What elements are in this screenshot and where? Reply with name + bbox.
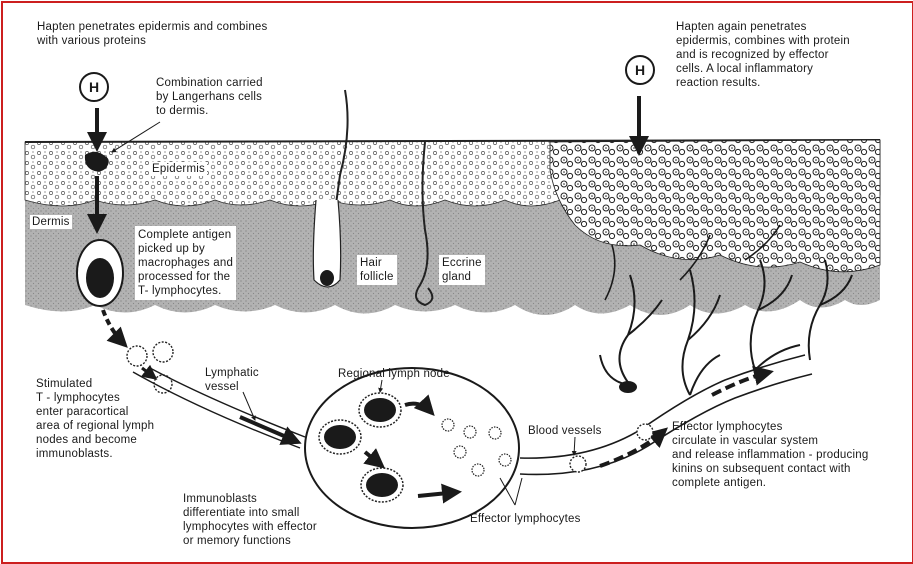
label-regional-lymph-node: Regional lymph node: [338, 367, 450, 381]
macrophage-exit-arrow: [103, 310, 125, 345]
label-combination-carried: Combination carried by Langerhans cells …: [156, 76, 263, 118]
label-complete-antigen: Complete antigen picked up by macrophage…: [135, 226, 236, 300]
label-lymphatic-vessel: Lymphatic vessel: [205, 366, 259, 394]
label-hair-follicle: Hair follicle: [357, 255, 397, 285]
label-blood-vessels: Blood vessels: [528, 424, 602, 438]
immunoblast-nucleus: [366, 473, 398, 497]
effector-lymphocyte: [570, 456, 586, 472]
label-stimulated-t-lymphocytes: Stimulated T - lymphocytes enter paracor…: [36, 377, 154, 461]
label-eccrine-gland: Eccrine gland: [439, 255, 485, 285]
label-effector-circulate: Effector lymphocytes circulate in vascul…: [672, 420, 868, 490]
lymphatic-pointer: [243, 392, 255, 420]
t-lymphocyte: [127, 346, 147, 366]
hapten-symbol-left: H: [79, 72, 109, 102]
small-lymphocyte: [472, 464, 484, 476]
hair-bulb-core: [320, 270, 334, 286]
small-lymphocyte: [464, 426, 476, 438]
label-hapten-again: Hapten again penetrates epidermis, combi…: [676, 20, 850, 90]
immunoblast-nucleus: [324, 425, 356, 449]
immunoblast-nucleus: [364, 398, 396, 422]
label-dermis: Dermis: [30, 215, 72, 229]
tissue-macrophage: [619, 381, 637, 393]
label-epidermis: Epidermis: [150, 162, 207, 176]
small-lymphocyte: [489, 427, 501, 439]
hapten-symbol-right: H: [625, 55, 655, 85]
label-immunoblasts: Immunoblasts differentiate into small ly…: [183, 492, 317, 548]
small-lymphocyte: [499, 454, 511, 466]
label-effector-lymphocytes: Effector lymphocytes: [470, 512, 581, 526]
blood-flow-arrow: [600, 430, 665, 466]
effector-lymphocyte: [637, 424, 653, 440]
small-lymphocyte: [454, 446, 466, 458]
hapten-letter: H: [89, 79, 99, 95]
small-lymphocyte: [442, 419, 454, 431]
blood-vessel-pointer: [574, 437, 575, 455]
macrophage-nucleus: [86, 258, 114, 298]
label-hapten-penetrates: Hapten penetrates epidermis and combines…: [37, 20, 267, 48]
hapten-letter: H: [635, 62, 645, 78]
lymphatic-flow-arrow: [240, 417, 298, 442]
blood-flow-arrow: [712, 372, 770, 395]
t-lymphocyte: [153, 342, 173, 362]
